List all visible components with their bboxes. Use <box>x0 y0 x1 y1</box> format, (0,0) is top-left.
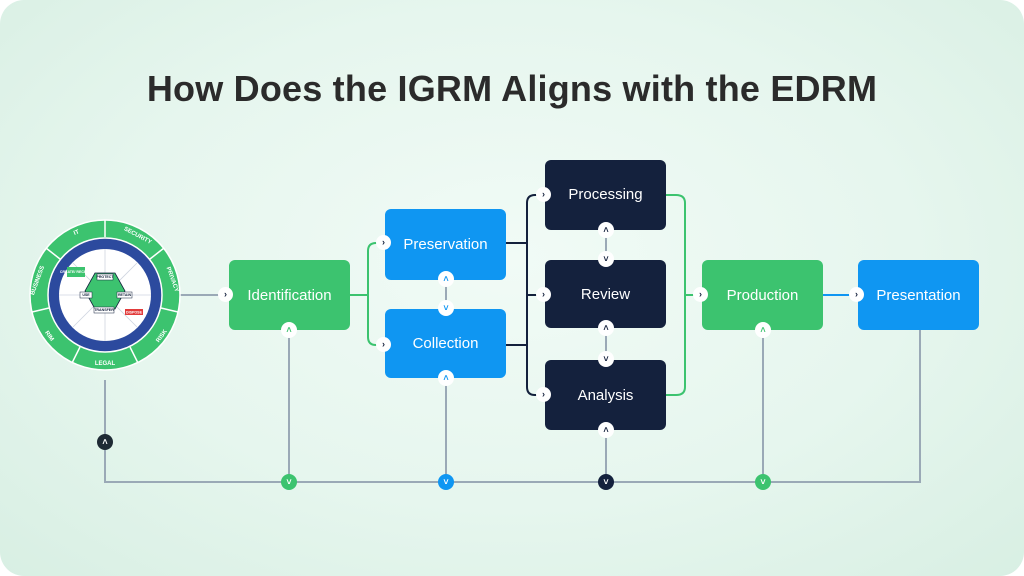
presentation-box[interactable]: Presentation <box>858 260 979 330</box>
analysis-box[interactable]: Analysis <box>545 360 666 430</box>
processing-label: Processing <box>568 186 643 203</box>
bottom-bus-line <box>104 330 921 483</box>
igrm-segment-rim: RIM <box>43 330 54 342</box>
review-label: Review <box>580 285 631 303</box>
collection-chevron-down-icon: ˅ <box>438 300 454 316</box>
igrm-inner-use: USE <box>82 293 90 297</box>
igrm-inner-retain: RETAIN <box>118 293 132 297</box>
analysis-chevron-up-icon: ˄ <box>598 422 614 438</box>
collection-arrow-right-icon: › <box>376 337 391 352</box>
production-chevron-up-icon: ˄ <box>755 322 771 338</box>
igrm-inner-protect: PROTECT <box>96 275 114 279</box>
green-bracket-left <box>367 242 385 346</box>
preservation-arrow-right-icon: › <box>376 235 391 250</box>
production-bus-chevron-down-icon: ˅ <box>755 474 771 490</box>
collection-box[interactable]: Collection <box>385 309 506 378</box>
processing-chevron-up-icon: ˄ <box>598 222 614 238</box>
preservation-chevron-up-icon: ˄ <box>438 271 454 287</box>
preservation-box[interactable]: Preservation <box>385 209 506 280</box>
analysis-label: Analysis <box>577 387 634 404</box>
identification-box[interactable]: Identification <box>229 260 350 330</box>
collection-chevron-up-icon: ˄ <box>438 370 454 386</box>
igrm-bus-chevron-up-icon: ˄ <box>97 434 113 450</box>
presentation-arrow-right-icon: › <box>849 287 864 302</box>
identification-chevron-up-icon: ˄ <box>281 322 297 338</box>
igrm-wheel: IT SECURITY PRIVACY RISK LEGAL RIM BUSIN… <box>29 219 181 371</box>
collection-label: Collection <box>412 335 479 352</box>
production-arrow-right-icon: › <box>693 287 708 302</box>
processing-arrow-right-icon: › <box>536 187 551 202</box>
igrm-segment-legal: LEGAL <box>95 361 116 367</box>
igrm-inner-transfer: TRANSFER <box>94 308 114 312</box>
analysis-chevron-down-icon: ˅ <box>598 351 614 367</box>
identification-label: Identification <box>247 286 332 304</box>
igrm-inner-dispose: DISPOSE <box>126 311 143 315</box>
review-chevron-down-icon: ˅ <box>598 251 614 267</box>
review-arrow-right-icon: › <box>536 287 551 302</box>
page-title: How Does the IGRM Aligns with the EDRM <box>146 68 878 109</box>
production-box[interactable]: Production <box>702 260 823 330</box>
review-chevron-up-icon: ˄ <box>598 320 614 336</box>
analysis-bus-chevron-down-icon: ˅ <box>598 474 614 490</box>
green-bracket-right <box>666 194 686 396</box>
identification-bus-chevron-down-icon: ˅ <box>281 474 297 490</box>
preservation-label: Preservation <box>403 236 488 253</box>
analysis-arrow-right-icon: › <box>536 387 551 402</box>
review-box[interactable]: Review <box>545 260 666 328</box>
igrm-inner-create: CREATE/ RECEIVE <box>60 270 93 274</box>
igrm-segment-it: IT <box>73 229 81 237</box>
production-label: Production <box>726 286 799 304</box>
collection-bus-chevron-down-icon: ˅ <box>438 474 454 490</box>
identification-arrow-right-icon: › <box>218 287 233 302</box>
processing-box[interactable]: Processing <box>545 160 666 230</box>
presentation-label: Presentation <box>876 286 961 304</box>
